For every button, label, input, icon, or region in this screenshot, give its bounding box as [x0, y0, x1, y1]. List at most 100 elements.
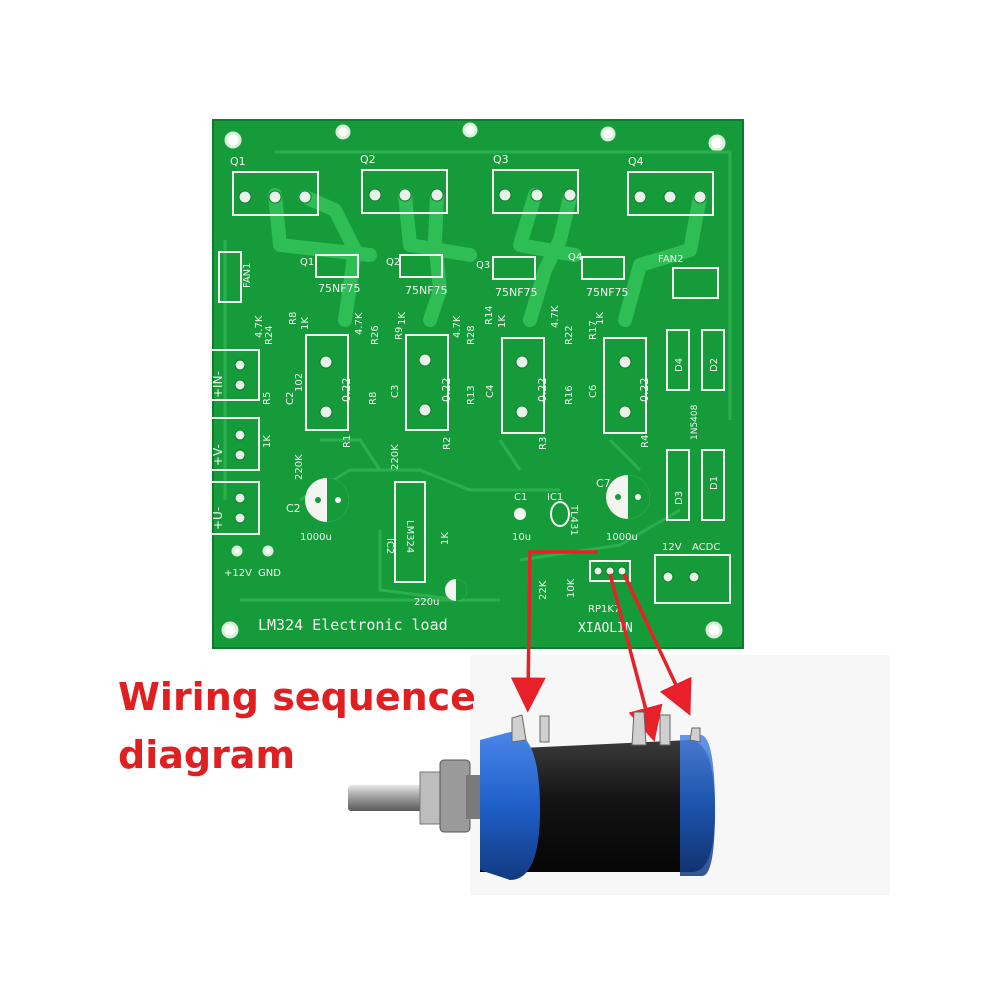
res-top-5: 4.7K	[452, 315, 463, 338]
res-top-2: 1K	[300, 317, 311, 330]
wire-arrow-middle	[608, 573, 663, 742]
diode-d4: D4	[674, 358, 685, 372]
fet-q3-label: Q3	[476, 260, 490, 271]
res-val-102: 102	[294, 373, 305, 392]
q3-label: Q3	[493, 153, 509, 166]
shunt-val-1: 0.22	[340, 378, 353, 403]
in-label-1: +IN-	[211, 371, 225, 398]
shunt-val-3: 0.22	[536, 378, 549, 403]
rc-2: R8	[368, 392, 379, 405]
ic1-label: IC1	[547, 492, 563, 503]
rc-3: R13	[466, 385, 477, 405]
ra-4: R22	[564, 325, 575, 345]
cap-label-4: C6	[588, 385, 599, 398]
res-val-220k-a: 220K	[294, 454, 305, 480]
pcb-board: Q1 Q2 Q3 Q4 Q1 Q2 Q3 Q4 75NF75 75NF75 75…	[210, 119, 744, 649]
q4-label: Q4	[628, 155, 644, 168]
fet-q1-label: Q1	[300, 257, 314, 268]
thin-traces	[223, 150, 732, 602]
in-label-3: +U-	[211, 507, 225, 530]
shunt-label-2: R2	[442, 437, 453, 450]
shunt-val-4: 0.22	[638, 378, 651, 403]
board-brand: XIAOLIN	[578, 621, 633, 636]
c1-label: C1	[514, 492, 527, 503]
shunt-footprints	[305, 334, 647, 434]
c2-label: C2	[286, 502, 301, 515]
shunt-label-3: R3	[538, 437, 549, 450]
res-top-8: 1K	[595, 312, 606, 325]
gnd-gnd: GND	[258, 568, 281, 579]
terminal-blocks	[210, 349, 260, 535]
fet-part-3: 75NF75	[495, 286, 538, 299]
res-top-1: 4.7K	[254, 315, 265, 338]
pads	[234, 188, 707, 583]
top-transistor-footprints	[232, 169, 714, 216]
fan1-label: FAN1	[242, 262, 253, 288]
diode-d2: D2	[709, 358, 720, 372]
mounting-holes	[221, 122, 726, 639]
in-label-2: +V-	[211, 444, 225, 466]
c7-label: C7	[596, 477, 611, 490]
diode-d1: D1	[709, 476, 720, 490]
pot-label: RP1K7	[588, 604, 620, 615]
ra-3: R28	[466, 325, 477, 345]
cap-small-val: 220u	[414, 597, 439, 608]
rb-4: R17	[588, 320, 599, 340]
fan2-label: FAN2	[658, 254, 684, 265]
potentiometer	[348, 711, 715, 880]
cap-big-val-1: 1000u	[300, 532, 332, 543]
rb-2: R9	[394, 327, 405, 340]
res-val-1k: 1K	[440, 532, 451, 545]
res-top-4: 1K	[397, 312, 408, 325]
res-val-10k: 10K	[566, 578, 577, 598]
caption-line-1: Wiring sequence	[118, 675, 476, 719]
q2-label: Q2	[360, 153, 376, 166]
wire-arrow-left	[510, 550, 598, 713]
res-top-6: 1K	[497, 315, 508, 328]
ic2-label: IC2	[384, 538, 395, 554]
res-val-22k: 22K	[538, 580, 549, 600]
cap-label-3: C4	[485, 385, 496, 398]
res-top-7: 4.7K	[550, 305, 561, 328]
pot-shaft	[348, 785, 426, 811]
board-title: LM324 Electronic load	[258, 616, 448, 634]
ra-1: R24	[264, 325, 275, 345]
diode-footprints	[218, 251, 731, 604]
wire-arrow-right	[622, 573, 692, 716]
cap-label-1: C2	[285, 392, 296, 405]
power-12v: 12V	[662, 542, 682, 553]
diode-d3: D3	[674, 491, 685, 505]
ic2-footprint	[394, 481, 426, 583]
c1-val: 10u	[512, 532, 531, 543]
rc-4: R16	[564, 385, 575, 405]
shunt-val-2: 0.22	[440, 378, 453, 403]
res-val-1k-b: 1K	[262, 435, 273, 448]
caption-line-2: diagram	[118, 733, 296, 777]
gnd-12v: +12V	[224, 568, 252, 579]
shunt-label-4: R4	[640, 435, 651, 448]
pot-blue-band	[480, 732, 540, 880]
pot-terminals	[511, 711, 701, 746]
fet-q4-label: Q4	[568, 252, 582, 263]
rb-3: R14	[484, 305, 495, 325]
big-capacitors	[305, 475, 650, 601]
cap-big-val-2: 1000u	[606, 532, 638, 543]
fet-q2-label: Q2	[386, 257, 400, 268]
fet-part-1: 75NF75	[318, 282, 361, 295]
res-top-3: 4.7K	[354, 312, 365, 335]
copper-traces	[268, 188, 707, 327]
pot-body	[480, 740, 715, 872]
fet-part-2: 75NF75	[405, 284, 448, 297]
diode-part: 1N5408	[690, 404, 700, 440]
q1-label: Q1	[230, 155, 246, 168]
ra-2: R26	[370, 325, 381, 345]
shunt-label-1: R1	[342, 435, 353, 448]
silkscreen-text: Q1 Q2 Q3 Q4 Q1 Q2 Q3 Q4 75NF75 75NF75 75…	[211, 153, 720, 615]
power-acdc: ACDC	[692, 542, 720, 553]
res-val-220k-b: 220K	[390, 444, 401, 470]
ic1-part: TL431	[568, 504, 579, 536]
ic2-part: LM324	[404, 520, 415, 553]
pot-blue-band-right	[680, 735, 715, 876]
cap-label-2: C3	[390, 385, 401, 398]
